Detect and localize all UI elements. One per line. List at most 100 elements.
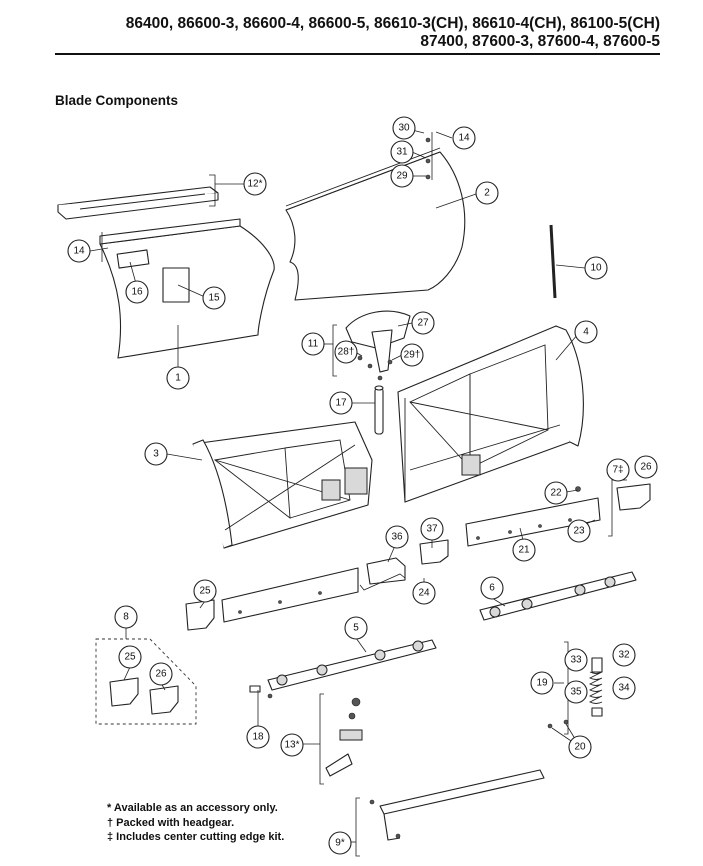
callout-4: 4 [574, 320, 598, 344]
svg-text:5: 5 [353, 623, 359, 634]
svg-text:26: 26 [155, 669, 167, 680]
part-36-bracket [366, 557, 406, 585]
part-24-cutting-edge [221, 567, 359, 623]
svg-text:33: 33 [570, 655, 582, 666]
svg-text:25: 25 [199, 586, 211, 597]
callout-16: 16 [125, 280, 149, 304]
callout-1: 1 [166, 366, 190, 390]
callout-5: 5 [344, 616, 368, 640]
callout-11: 11 [301, 332, 325, 356]
svg-text:29†: 29† [404, 350, 421, 361]
part-20-bolts [547, 719, 569, 729]
callout-8: 8 [114, 605, 138, 629]
part-22-bolt [575, 486, 581, 492]
callout-3: 3 [144, 442, 168, 466]
callout-17: 17 [329, 391, 353, 415]
section-title: Blade Components [55, 93, 179, 108]
callout-25-kit: 25 [118, 645, 142, 669]
svg-text:12*: 12* [247, 179, 262, 190]
svg-text:4: 4 [583, 327, 589, 338]
callout-21: 21 [512, 538, 536, 562]
callout-37: 37 [420, 517, 444, 541]
callout-34: 34 [612, 676, 636, 700]
svg-text:14: 14 [73, 246, 85, 257]
part-6-right-trip-edge [479, 571, 637, 621]
callout-2: 2 [475, 181, 499, 205]
callout-23: 23 [567, 519, 591, 543]
part-25-guide [185, 599, 215, 631]
svg-text:21: 21 [518, 545, 530, 556]
part-37-bracket [419, 539, 449, 565]
svg-text:13*: 13* [284, 740, 299, 751]
part-1-left-moldboard [99, 218, 275, 359]
footnote-headgear: † Packed with headgear. [107, 816, 235, 829]
part-18-bolt [249, 685, 273, 699]
svg-text:19: 19 [536, 678, 548, 689]
callout-13: 13* [280, 733, 304, 757]
callout-25-mid: 25 [193, 579, 217, 603]
header-rule [55, 53, 660, 55]
svg-text:11: 11 [308, 339, 319, 350]
callout-29: 29 [390, 164, 414, 188]
part-9-deflector [369, 769, 545, 841]
part-5-left-trip-edge [267, 639, 437, 691]
svg-text:3: 3 [153, 449, 159, 460]
callout-26-kit: 26 [149, 662, 173, 686]
callout-33: 33 [564, 648, 588, 672]
svg-text:6: 6 [489, 583, 495, 594]
callout-30: 30 [392, 116, 416, 140]
svg-text:27: 27 [417, 318, 429, 329]
part-13-accessory [325, 697, 363, 777]
footnote-accessory: * Available as an accessory only. [107, 802, 278, 814]
svg-text:8: 8 [123, 612, 129, 623]
callout-6: 6 [480, 576, 504, 600]
callout-10: 10 [584, 256, 608, 280]
callout-35: 35 [564, 680, 588, 704]
callout-31: 31 [390, 140, 414, 164]
svg-text:25: 25 [124, 652, 136, 663]
callout-14-left: 14 [67, 239, 91, 263]
callout-22: 22 [544, 481, 568, 505]
svg-text:36: 36 [391, 532, 403, 543]
callout-9: 9* [328, 831, 352, 855]
svg-text:37: 37 [426, 524, 438, 535]
callout-18: 18 [246, 725, 270, 749]
svg-text:17: 17 [335, 398, 347, 409]
svg-text:16: 16 [131, 287, 143, 298]
callout-7: 7‡ [606, 458, 630, 482]
svg-text:20: 20 [574, 742, 586, 753]
svg-text:24: 24 [418, 588, 430, 599]
svg-text:10: 10 [590, 263, 602, 274]
callout-36: 36 [385, 525, 409, 549]
footnote-center-edge: ‡ Includes center cutting edge kit. [107, 831, 285, 843]
callout-29-headgear: 29† [400, 343, 424, 367]
svg-text:32: 32 [618, 650, 630, 661]
callout-12: 12* [243, 172, 267, 196]
callout-15: 15 [202, 286, 226, 310]
callout-24: 24 [412, 581, 436, 605]
svg-text:29: 29 [396, 171, 408, 182]
part-2-right-moldboard [285, 137, 466, 301]
footnotes: * Available as an accessory only. † Pack… [107, 801, 284, 845]
svg-text:1: 1 [175, 373, 181, 384]
svg-text:22: 22 [550, 488, 562, 499]
svg-text:26: 26 [640, 462, 652, 473]
callout-19: 19 [530, 671, 554, 695]
callout-14-top: 14 [452, 126, 476, 150]
model-numbers-line-1: 86400, 86600-3, 86600-4, 86600-5, 86610-… [125, 15, 660, 32]
part-17-pin [374, 385, 384, 435]
part-21-center-cutting-edge [465, 497, 601, 547]
svg-text:23: 23 [573, 526, 585, 537]
callout-20: 20 [568, 735, 592, 759]
svg-text:2: 2 [484, 188, 490, 199]
svg-text:14: 14 [458, 133, 470, 144]
callout-27: 27 [411, 311, 435, 335]
svg-text:18: 18 [252, 732, 264, 743]
part-12-top-strip [57, 186, 219, 220]
svg-text:30: 30 [398, 123, 410, 134]
part-26-guide-top [616, 483, 651, 511]
svg-text:28†: 28† [338, 347, 355, 358]
part-4-right-frame [397, 325, 584, 503]
callout-32: 32 [612, 643, 636, 667]
